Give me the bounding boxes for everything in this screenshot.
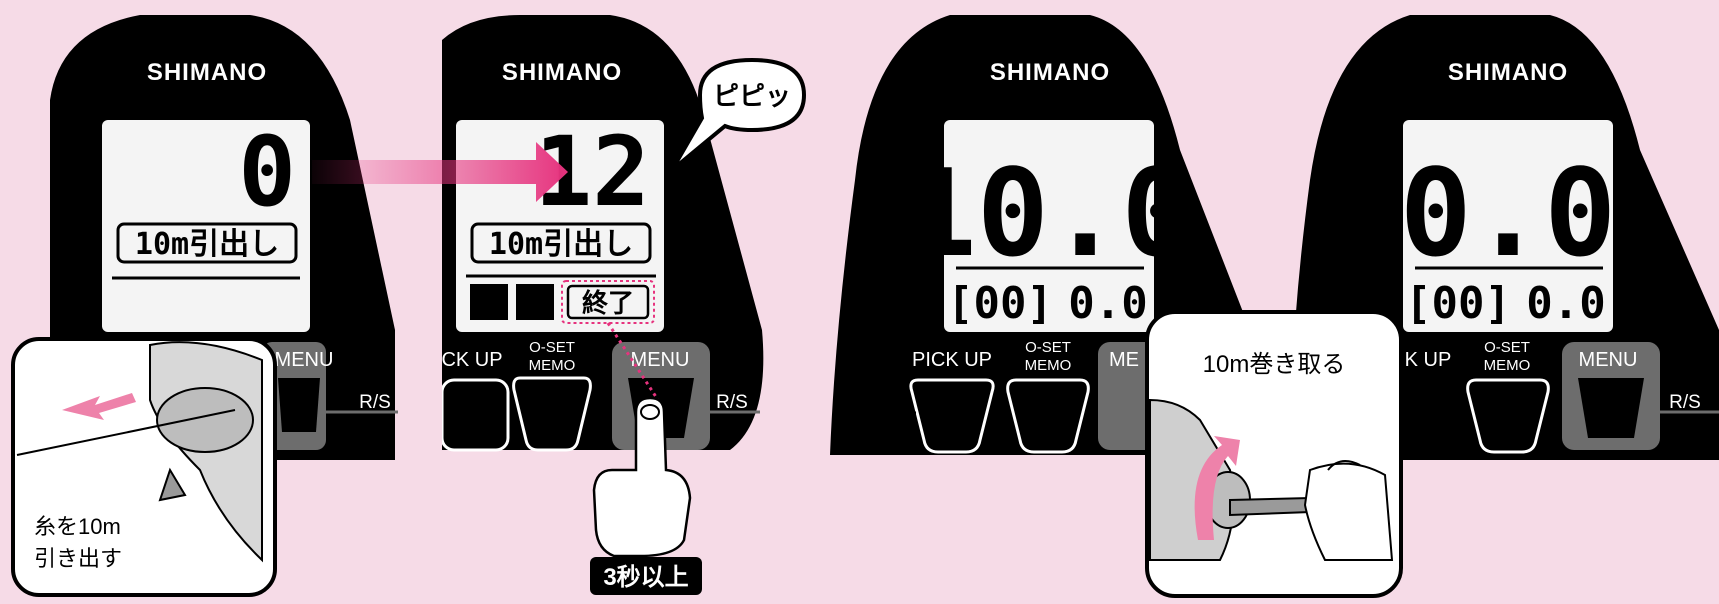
lcd-value: 0 <box>238 116 296 228</box>
brand-logo: SHIMANO <box>147 59 267 86</box>
memo-label: MEMO <box>1484 357 1531 374</box>
lcd-sub-right: 0.0 <box>1068 278 1147 329</box>
svg-text:MENU: MENU <box>631 349 690 371</box>
memo-label: MEMO <box>529 357 576 374</box>
lcd-sub-right: 0.0 <box>1526 278 1605 329</box>
rs-label: R/S <box>1669 392 1701 413</box>
pgm-label: PGM <box>859 388 905 410</box>
lcd-label: 10m引出し <box>135 227 279 262</box>
end-label: 終了 <box>582 288 634 319</box>
lcd-screen <box>1403 120 1613 332</box>
inset-caption: 10m巻き取る <box>1203 351 1346 378</box>
beep-text: ピピッ <box>713 81 791 111</box>
arrow-left-icon <box>62 393 136 420</box>
lcd-label: 10m引出し <box>489 227 633 262</box>
rs-label: R/S <box>716 392 748 413</box>
rotate-arrow-icon <box>1194 436 1240 540</box>
brand-logo: SHIMANO <box>502 59 622 86</box>
rs-label: R/S <box>359 392 391 413</box>
svg-text:3秒以上: 3秒以上 <box>603 564 688 591</box>
pickup-button[interactable] <box>512 376 592 452</box>
pickup-button[interactable] <box>909 378 995 454</box>
oset-label: O-SET <box>1484 339 1530 356</box>
pickup-label: CK UP <box>441 349 502 371</box>
inset-wind-line: 10m巻き取る <box>1145 310 1403 598</box>
oset-button[interactable] <box>1466 378 1550 454</box>
pickup-label: PICK UP <box>912 349 992 371</box>
oset-button[interactable] <box>1006 378 1090 454</box>
lcd-value: 0.0 <box>1400 145 1617 284</box>
pickup-label: K UP <box>1405 349 1452 371</box>
brand-logo: SHIMANO <box>1448 59 1568 86</box>
lcd-sub-left: [00] <box>947 278 1053 329</box>
lcd-value: 10.0 <box>905 145 1194 284</box>
svg-text:MENU: MENU <box>1579 349 1638 371</box>
svg-text:ME: ME <box>1109 349 1139 371</box>
hold-badge <box>590 557 702 595</box>
inset-text-line1: 糸を10m <box>34 514 121 539</box>
pgm-sub-label: (さそい) <box>860 420 908 435</box>
oset-label: O-SET <box>1025 339 1071 356</box>
inset-pull-line: 糸を10m 引き出す <box>11 337 277 597</box>
lcd-sub-left: [00] <box>1405 278 1511 329</box>
speech-bubble-icon: ピピッ <box>670 57 807 172</box>
memo-label: MEMO <box>1025 357 1072 374</box>
oset-label: O-SET <box>529 339 575 356</box>
lcd-screen <box>944 120 1154 332</box>
svg-text:MENU: MENU <box>275 349 334 371</box>
finger-press-icon <box>592 396 692 558</box>
brand-logo: SHIMANO <box>990 59 1110 86</box>
inset-text-line2: 引き出す <box>34 546 122 571</box>
arrow-right-icon <box>312 142 568 202</box>
